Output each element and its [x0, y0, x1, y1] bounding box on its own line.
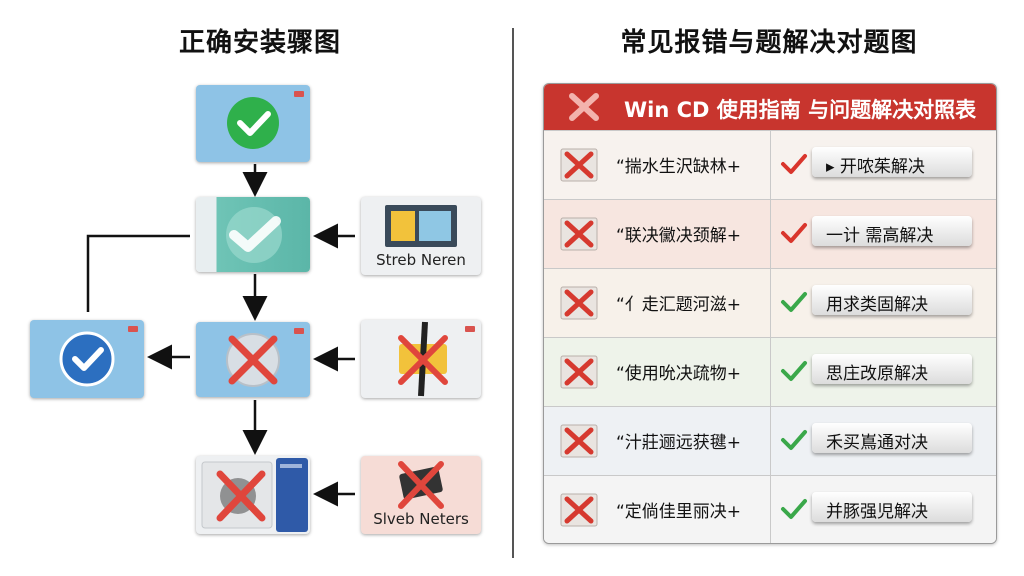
source-card-caption: Slveb Neters — [373, 510, 469, 528]
device-error-icon — [201, 458, 308, 532]
table-header: Win CD 使用指南 与问题解决对照表 — [544, 84, 996, 130]
error-solution-table: Win CD 使用指南 与问题解决对照表 “揣水生沢缺林+ ▸ 开哝茱解决 “联决黴… — [543, 83, 997, 544]
tag-marker — [294, 328, 304, 334]
solution-label: ▸ 开哝茱解决 — [826, 157, 925, 177]
error-description: “使用吮决疏物+ — [616, 364, 742, 384]
error-description: “汁莊逦远获毽+ — [616, 433, 742, 453]
tag-marker — [465, 326, 475, 332]
solution-button[interactable]: 禾买嶌通对决 — [812, 423, 972, 453]
source-card-2 — [361, 320, 481, 398]
flow-connectors — [86, 164, 355, 507]
step-1-card — [196, 85, 310, 162]
step-3-error-card — [196, 322, 310, 397]
result-success-card — [30, 320, 144, 398]
broken-drive-error-icon — [398, 461, 444, 509]
check-mark-icon — [781, 499, 807, 519]
vertical-divider — [512, 28, 514, 558]
check-mark-icon — [781, 430, 807, 450]
check-mark-icon — [781, 292, 807, 312]
solution-button[interactable]: 思庄改原解决 — [812, 354, 972, 384]
tag-marker — [128, 326, 138, 332]
error-description: “定倘佳里丽决+ — [616, 502, 742, 522]
left-title: 正确安装骤图 — [178, 28, 341, 58]
source-card-1: Streb Neren — [361, 197, 481, 275]
table-row: “联决黴决颈解+ 一计 需高解决 — [544, 199, 996, 269]
error-cross-icon — [560, 286, 598, 320]
error-cross-icon — [560, 493, 598, 527]
table-header-title: Win CD 使用指南 与问题解决对照表 — [624, 98, 977, 122]
success-check-icon — [59, 331, 115, 387]
error-cross-icon — [560, 355, 598, 389]
tag-marker — [294, 91, 304, 97]
table-row: “亻走汇题河滋+ 用求类固解决 — [544, 268, 996, 338]
install-disc-icon — [226, 207, 282, 263]
check-mark-icon — [781, 154, 807, 174]
solution-label: 一计 需高解决 — [826, 226, 934, 246]
column-separator — [770, 269, 771, 338]
column-separator — [770, 338, 771, 407]
column-separator — [770, 407, 771, 476]
error-cross-icon — [560, 148, 598, 182]
step-4-error-card — [196, 456, 310, 534]
solution-label: 禾买嶌通对决 — [826, 433, 928, 453]
error-cross-icon — [226, 333, 280, 387]
check-mark-icon — [781, 223, 807, 243]
header-cross-icon — [569, 93, 599, 121]
source-card-3: Slveb Neters — [361, 456, 481, 534]
error-description: “亻走汇题河滋+ — [616, 295, 742, 315]
solution-label: 思庄改原解决 — [826, 364, 928, 384]
table-row: “汁莊逦远获毽+ 禾买嶌通对决 — [544, 406, 996, 476]
cable-error-icon — [398, 321, 448, 397]
error-description: “揣水生沢缺林+ — [616, 157, 742, 177]
solution-button[interactable]: 用求类固解决 — [812, 285, 972, 315]
hardware-box-icon — [385, 205, 457, 247]
error-description: “联决黴决颈解+ — [616, 226, 742, 246]
error-cross-icon — [560, 217, 598, 251]
right-title: 常见报错与题解决对题图 — [620, 28, 918, 58]
error-cross-icon — [560, 424, 598, 458]
source-card-caption: Streb Neren — [376, 251, 466, 269]
solution-label: 并豚强児解决 — [826, 502, 928, 522]
solution-button[interactable]: ▸ 开哝茱解决 — [812, 147, 972, 177]
column-separator — [770, 200, 771, 269]
check-mark-icon — [781, 361, 807, 381]
column-separator — [770, 476, 771, 543]
table-row: “使用吮决疏物+ 思庄改原解决 — [544, 337, 996, 407]
solution-label: 用求类固解决 — [826, 295, 928, 315]
column-separator — [770, 131, 771, 200]
step-2-card — [196, 197, 310, 272]
solution-button[interactable]: 并豚强児解决 — [812, 492, 972, 522]
success-check-icon — [227, 97, 279, 149]
solution-button[interactable]: 一计 需高解决 — [812, 216, 972, 246]
table-row: “揣水生沢缺林+ ▸ 开哝茱解决 — [544, 130, 996, 200]
table-row: “定倘佳里丽决+ 并豚强児解决 — [544, 475, 996, 543]
